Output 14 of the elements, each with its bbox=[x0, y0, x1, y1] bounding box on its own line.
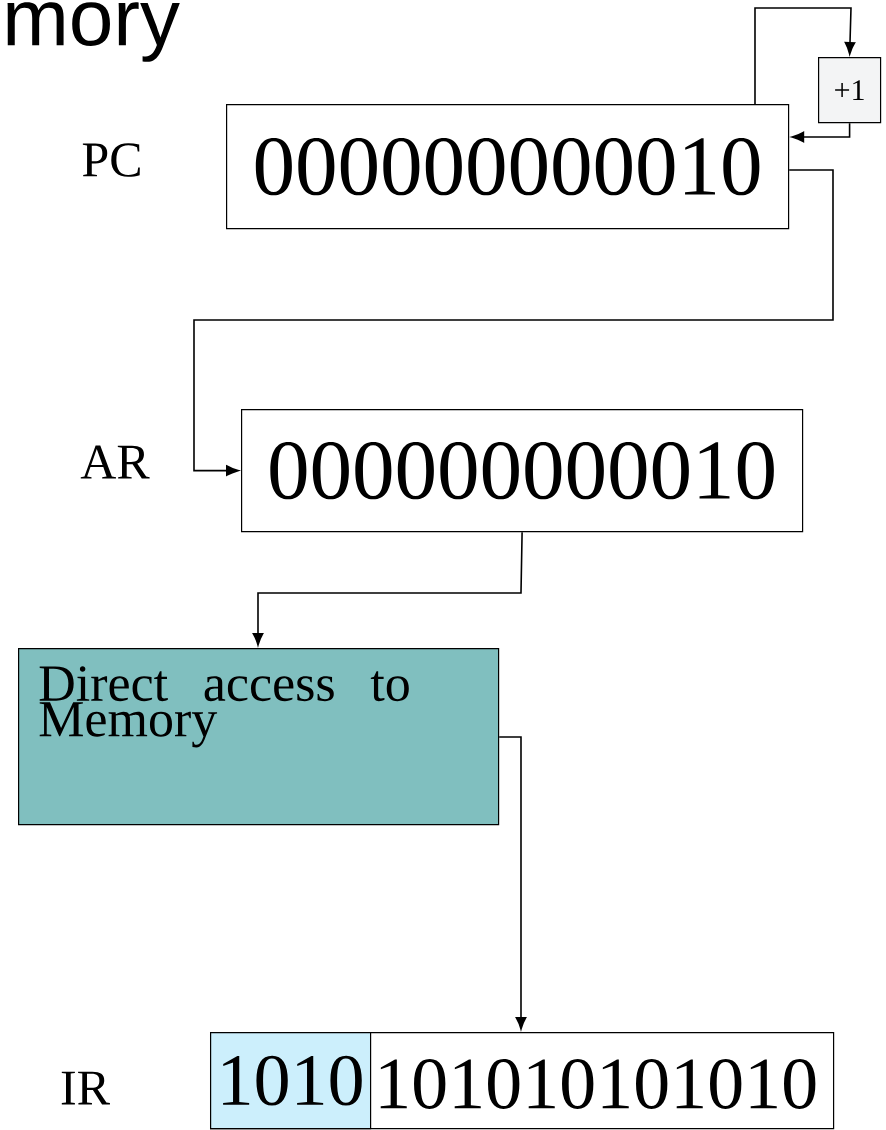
title: mory bbox=[7, 2, 180, 62]
arrow bbox=[252, 531, 523, 646]
register-box: 000000000010 bbox=[226, 104, 790, 230]
register-label: IR bbox=[61, 1071, 110, 1105]
arrow bbox=[791, 122, 851, 143]
opcode-cell: 1010 bbox=[210, 1032, 372, 1130]
register-label: AR bbox=[80, 445, 150, 479]
memory-box: Direct access to Memory bbox=[18, 648, 500, 826]
arrow bbox=[193, 169, 834, 476]
arrow bbox=[498, 736, 527, 1030]
register-box: 000000000010 bbox=[241, 409, 804, 533]
register-label: PC bbox=[82, 143, 140, 177]
increment-box: +1 bbox=[818, 57, 882, 124]
arrow bbox=[754, 7, 856, 105]
